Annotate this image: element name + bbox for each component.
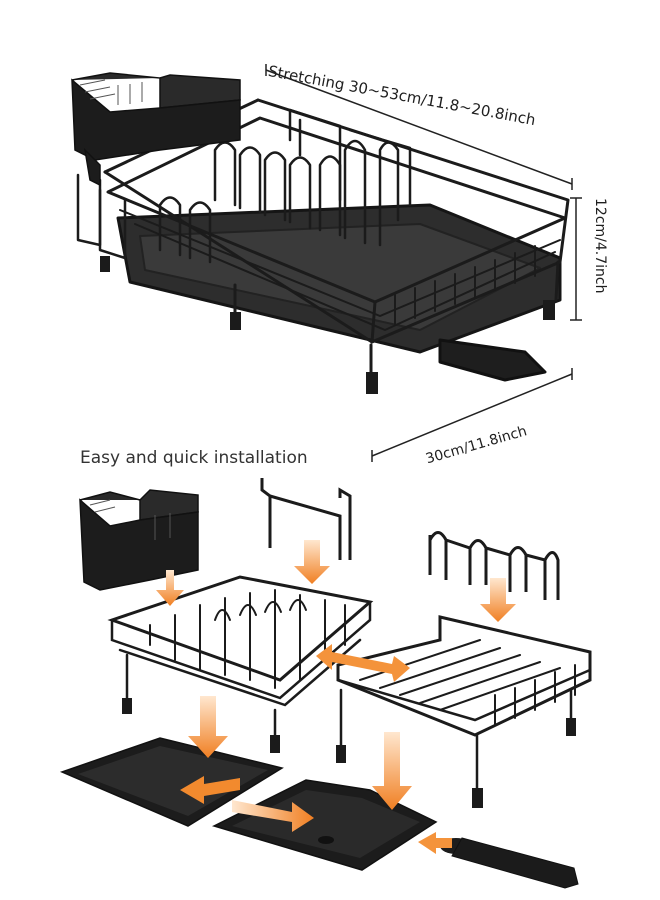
- assembled-rack: [76, 98, 570, 394]
- spout-tray-part: [211, 779, 438, 871]
- plate-holder-part: [428, 531, 560, 600]
- utensil-caddy: [71, 72, 241, 187]
- spout-part: [440, 837, 579, 889]
- extension-rack-part: [336, 615, 592, 808]
- caddy-part: [79, 489, 199, 591]
- assembly-arrows: [156, 540, 516, 854]
- dimension-lines: [265, 64, 582, 462]
- height-dimension-label: 12cm/4.7inch: [592, 198, 608, 294]
- installation-heading: Easy and quick installation: [80, 448, 308, 468]
- cup-hook-part: [260, 478, 352, 560]
- drip-tray-part: [59, 737, 284, 827]
